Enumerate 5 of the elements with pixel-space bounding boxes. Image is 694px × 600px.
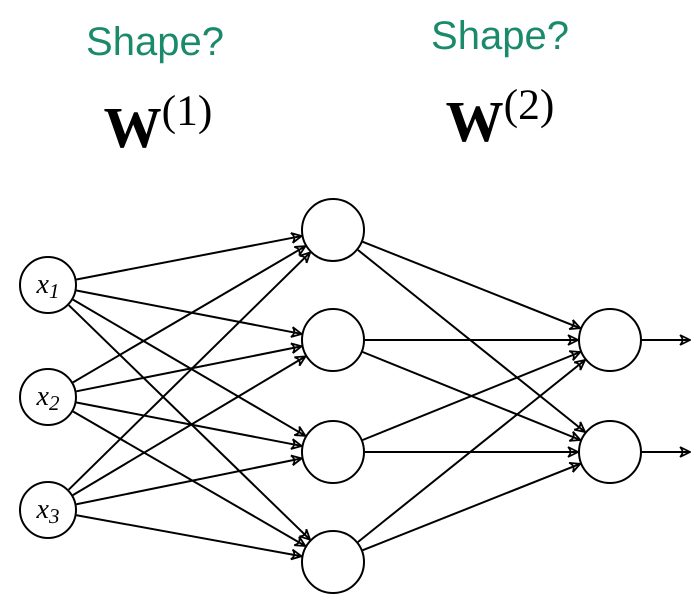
variable-label: x$_{1}$ [36,271,60,299]
question-label: Shape? [431,16,569,56]
variable-label: x$_{3}$ [36,496,60,524]
variable-label: x$_{2}$ [36,383,60,411]
question-label: Shape? [86,22,224,62]
